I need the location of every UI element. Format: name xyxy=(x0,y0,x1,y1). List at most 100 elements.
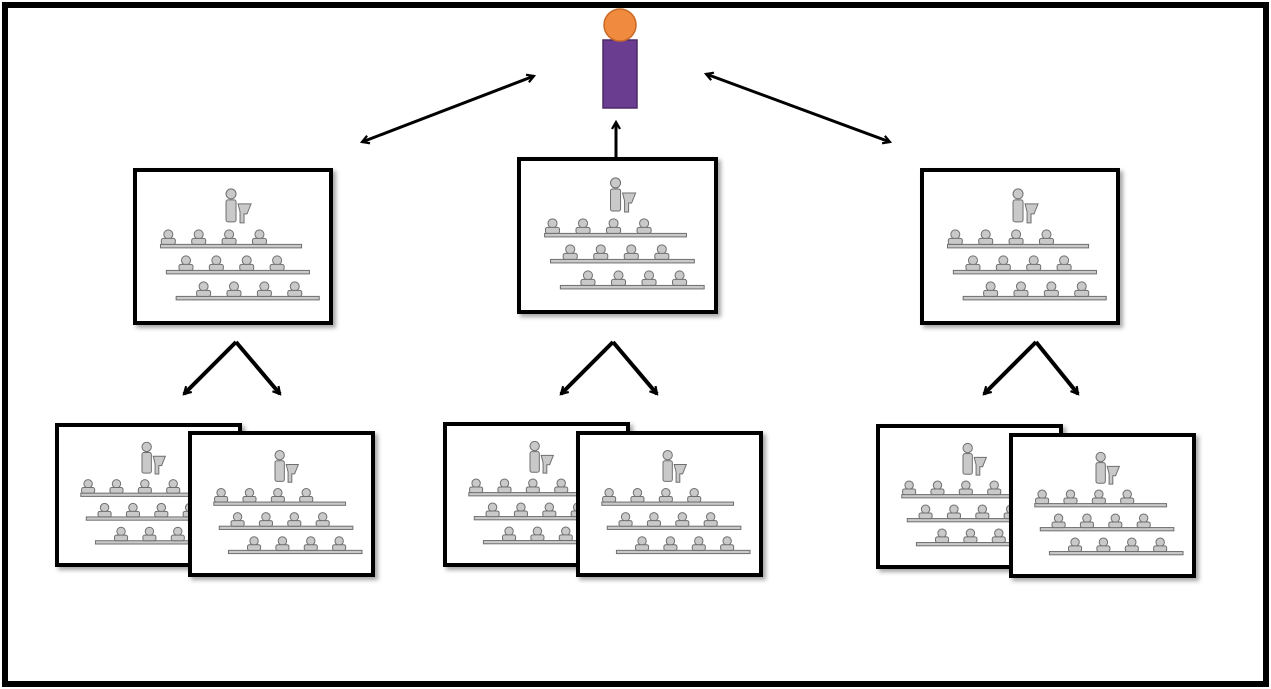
student-icon xyxy=(256,281,272,297)
student-icon xyxy=(987,480,1002,496)
student-icon xyxy=(1124,537,1139,553)
student-icon xyxy=(530,526,545,542)
student-icon xyxy=(287,512,302,527)
student-icon xyxy=(1079,513,1094,529)
student-icon xyxy=(497,478,512,494)
classroom-cards xyxy=(55,157,1196,578)
student-icon xyxy=(275,536,290,551)
teacher-icon xyxy=(141,441,167,475)
student-icon xyxy=(270,488,285,503)
student-icon xyxy=(191,229,207,245)
desk-row xyxy=(165,269,310,275)
desk-row xyxy=(962,295,1107,301)
student-icon xyxy=(658,488,673,503)
student-icon xyxy=(166,479,181,494)
student-icon xyxy=(902,480,917,496)
student-icon xyxy=(544,218,561,234)
student-icon xyxy=(946,504,961,520)
student-icon xyxy=(606,218,622,234)
desk-row xyxy=(615,549,751,555)
desk-row xyxy=(159,243,303,249)
student-icon xyxy=(525,478,540,494)
classroom-icon xyxy=(601,450,751,555)
student-icon xyxy=(469,478,484,494)
student-icon xyxy=(687,488,702,503)
classroom-icon xyxy=(946,188,1107,301)
student-icon xyxy=(1013,281,1029,297)
arrow-leader-right xyxy=(706,74,890,142)
student-icon xyxy=(299,488,314,503)
student-icon xyxy=(251,229,267,245)
student-icon xyxy=(1008,229,1024,245)
student-icon xyxy=(630,488,645,503)
student-icon xyxy=(935,528,950,544)
student-icon xyxy=(1026,255,1042,271)
student-icon xyxy=(214,488,229,503)
student-icon xyxy=(580,270,596,286)
teacher-icon xyxy=(962,442,988,476)
student-icon xyxy=(125,502,140,518)
student-icon xyxy=(646,512,661,527)
tier-arrows xyxy=(184,340,1080,394)
student-icon xyxy=(332,536,347,551)
classroom-icon xyxy=(544,177,705,290)
student-icon xyxy=(975,504,990,520)
student-icon xyxy=(208,255,224,271)
student-icon xyxy=(554,478,569,494)
student-icon xyxy=(947,229,963,245)
teacher-icon xyxy=(1012,188,1039,224)
student-icon xyxy=(930,480,945,496)
student-icon xyxy=(1136,513,1151,529)
desk-row xyxy=(544,232,687,238)
student-icon xyxy=(663,536,678,551)
teacher-icon xyxy=(662,450,688,483)
student-icon xyxy=(287,281,303,297)
desk-row xyxy=(559,284,705,290)
desk-row xyxy=(550,258,695,264)
classroom-icon xyxy=(213,450,363,555)
classroom-tier2-center-b xyxy=(576,431,763,577)
classroom-tier2-left-b xyxy=(188,431,375,577)
student-icon xyxy=(1051,513,1066,529)
student-icon xyxy=(109,479,124,494)
student-icon xyxy=(1038,229,1054,245)
teacher-icon xyxy=(1095,451,1121,485)
student-icon xyxy=(170,526,185,542)
student-icon xyxy=(558,526,573,542)
student-icon xyxy=(502,526,517,542)
student-icon xyxy=(1074,281,1090,297)
student-icon xyxy=(672,270,688,286)
student-icon xyxy=(81,479,96,494)
student-icon xyxy=(154,502,169,518)
student-icon xyxy=(242,488,257,503)
student-icon xyxy=(315,512,330,527)
arrow-right-b xyxy=(1034,340,1080,394)
student-icon xyxy=(623,244,639,260)
teacher-icon xyxy=(529,440,555,474)
teacher-icon xyxy=(225,188,252,224)
student-icon xyxy=(618,512,633,527)
student-icon xyxy=(142,526,157,542)
student-icon xyxy=(1096,537,1111,553)
student-icon xyxy=(1043,281,1059,297)
classroom-icon xyxy=(80,441,230,545)
classroom-icon xyxy=(159,188,320,301)
student-icon xyxy=(602,488,617,503)
leader-body xyxy=(602,39,638,109)
classroom-icon xyxy=(901,442,1051,547)
arrow-left-b xyxy=(234,340,282,394)
student-icon xyxy=(575,218,591,234)
student-icon xyxy=(230,512,245,527)
student-icon xyxy=(593,244,609,260)
student-icon xyxy=(963,528,978,544)
arrow-center-b xyxy=(611,340,659,394)
desk-row xyxy=(952,269,1097,275)
student-icon xyxy=(918,504,933,520)
student-icon xyxy=(114,526,129,542)
student-icon xyxy=(983,281,999,297)
desk-row xyxy=(175,295,320,301)
student-icon xyxy=(269,255,285,271)
student-icon xyxy=(991,528,1006,544)
student-icon xyxy=(1063,489,1078,505)
